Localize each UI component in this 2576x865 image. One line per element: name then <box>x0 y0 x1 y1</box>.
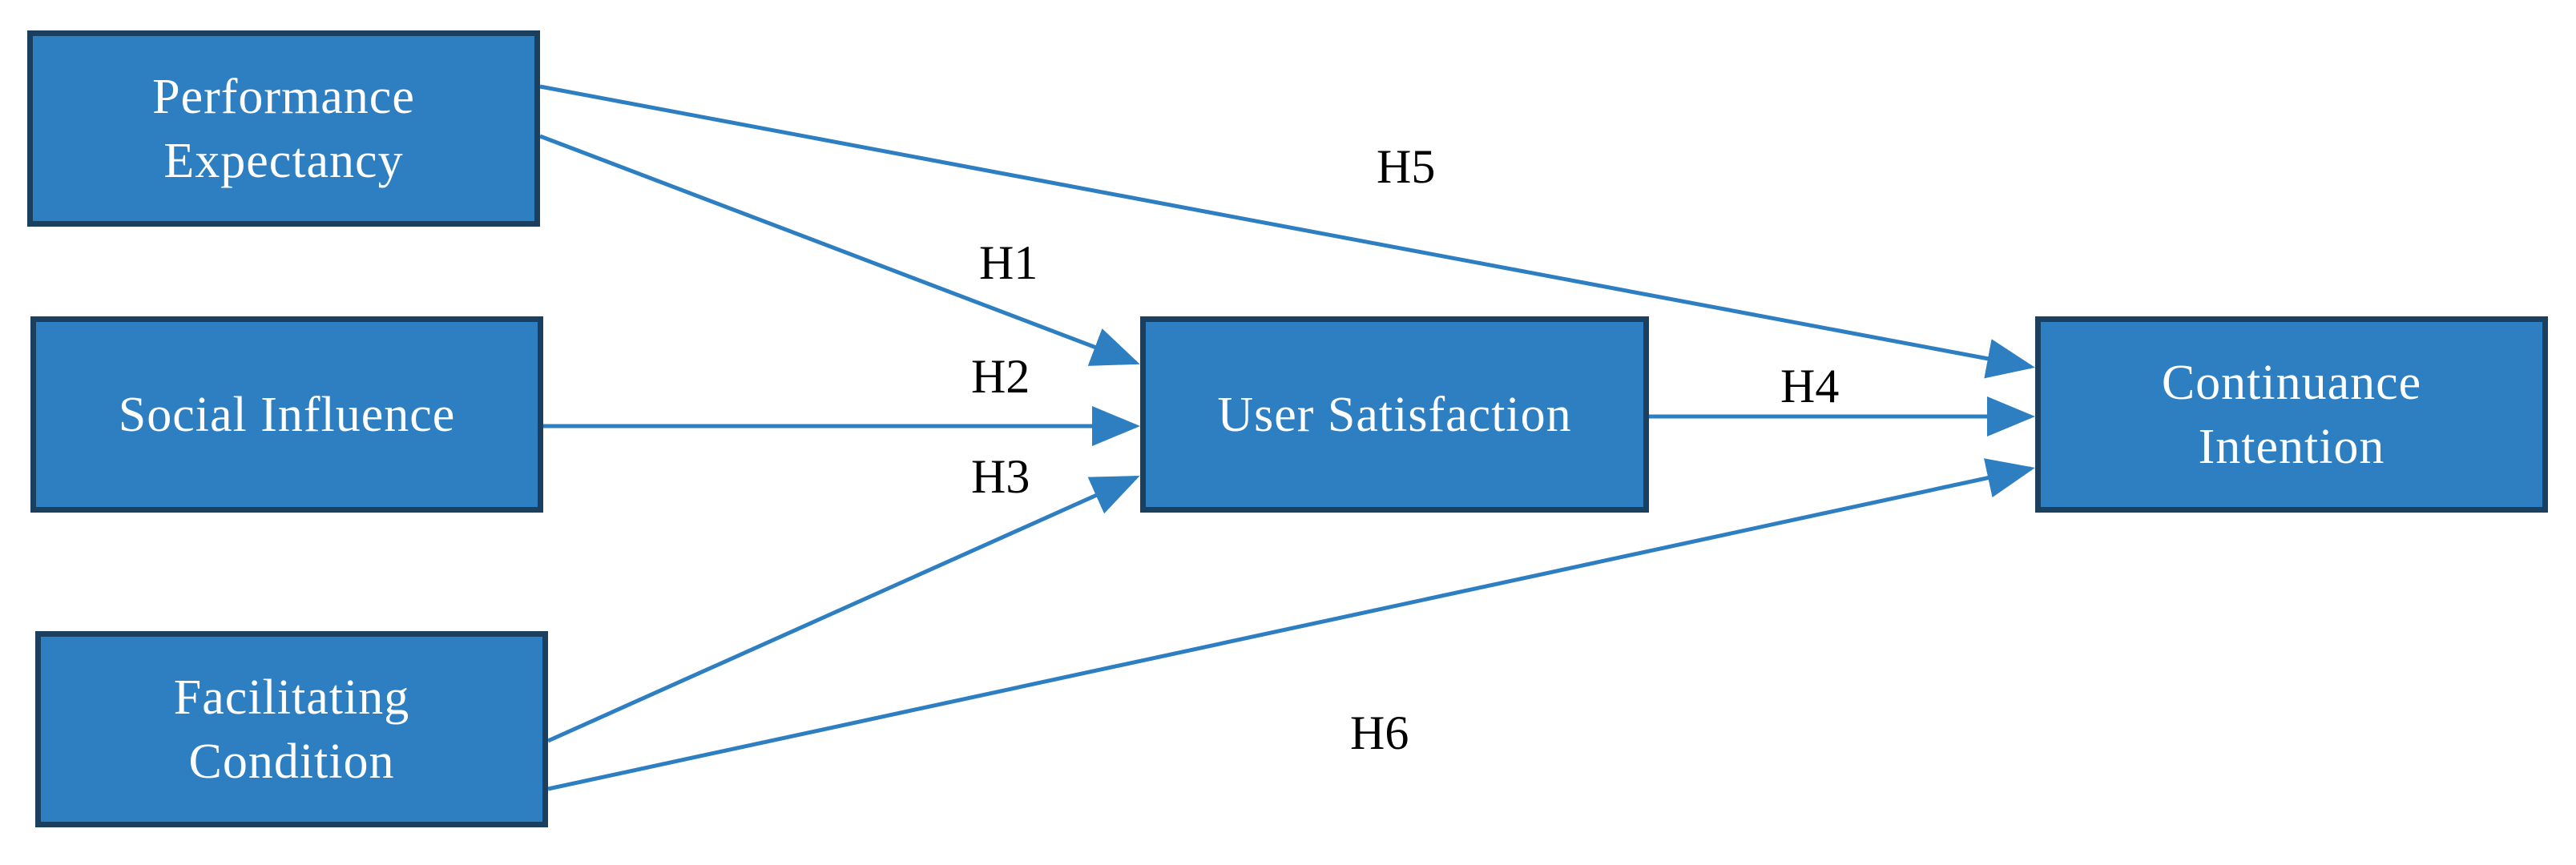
arrow-h3 <box>546 475 1140 743</box>
hypothesis-label-h4: H4 <box>1780 360 1840 412</box>
hypothesis-label-h1: H1 <box>979 236 1038 289</box>
hypothesis-label-h2: H2 <box>971 350 1030 403</box>
arrow-h6 <box>547 458 2035 791</box>
arrow-h5 <box>539 84 2035 379</box>
node-label: Social Influence <box>118 387 456 442</box>
node-facilitating-condition: Facilitating Condition <box>35 631 548 827</box>
node-performance-expectancy: Performance Expectancy <box>27 30 540 227</box>
node-label: Continuance Intention <box>2161 355 2422 474</box>
hypothesis-label-h5: H5 <box>1377 140 1436 193</box>
node-label: Facilitating Condition <box>173 670 410 789</box>
node-label: User Satisfaction <box>1217 387 1572 442</box>
hypothesis-label-h3: H3 <box>971 450 1030 503</box>
node-label: Performance Expectancy <box>152 69 415 188</box>
node-social-influence: Social Influence <box>30 316 543 513</box>
node-user-satisfaction: User Satisfaction <box>1140 316 1649 513</box>
hypothesis-label-h6: H6 <box>1350 706 1409 759</box>
node-continuance-intention: Continuance Intention <box>2035 316 2548 513</box>
arrow-h1 <box>539 134 1140 366</box>
